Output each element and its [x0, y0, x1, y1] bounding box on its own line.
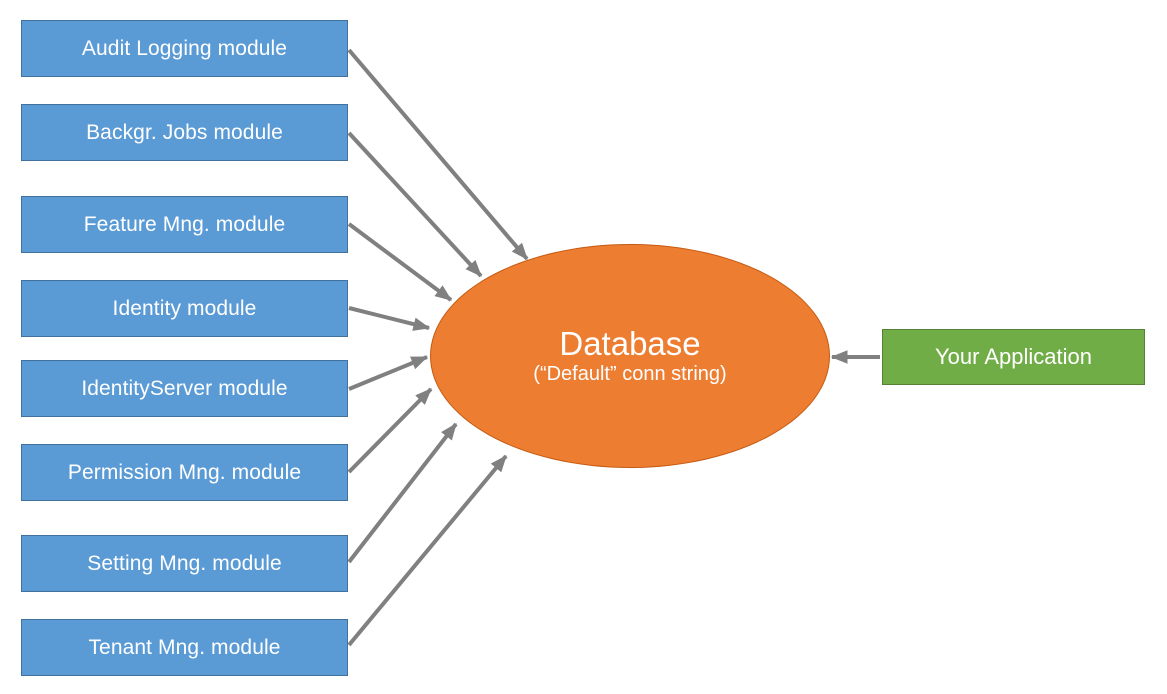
connector-arrow: [347, 454, 508, 647]
connector-arrow: [347, 222, 453, 302]
database-node[interactable]: Database (“Default” conn string): [430, 244, 830, 468]
application-label: Your Application: [935, 344, 1092, 369]
module-box-setting-management[interactable]: Setting Mng. module: [21, 535, 348, 592]
module-box-identityserver[interactable]: IdentityServer module: [21, 360, 348, 417]
connector-arrow: [347, 422, 458, 564]
module-label: Audit Logging module: [81, 36, 288, 60]
module-label: Tenant Mng. module: [88, 635, 281, 659]
connector-arrow: [347, 131, 483, 278]
module-label: Identity module: [112, 296, 257, 320]
connector-arrow: [348, 306, 431, 331]
connector-arrow: [347, 387, 433, 474]
module-label: Permission Mng. module: [67, 460, 302, 484]
module-label: IdentityServer module: [81, 376, 288, 400]
database-title: Database: [559, 324, 701, 362]
module-label: Setting Mng. module: [87, 551, 282, 575]
module-label: Feature Mng. module: [83, 212, 286, 236]
application-node[interactable]: Your Application: [882, 329, 1145, 385]
connector-arrow: [347, 48, 529, 261]
module-box-background-jobs[interactable]: Backgr. Jobs module: [21, 104, 348, 161]
module-box-identity[interactable]: Identity module: [21, 280, 348, 337]
database-subtitle: (“Default” conn string): [533, 363, 727, 386]
module-label: Backgr. Jobs module: [86, 120, 283, 144]
module-box-permission-management[interactable]: Permission Mng. module: [21, 444, 348, 501]
module-box-audit-logging[interactable]: Audit Logging module: [21, 20, 348, 77]
module-box-feature-management[interactable]: Feature Mng. module: [21, 196, 348, 253]
connector-arrow: [348, 355, 429, 391]
module-box-tenant-management[interactable]: Tenant Mng. module: [21, 619, 348, 676]
